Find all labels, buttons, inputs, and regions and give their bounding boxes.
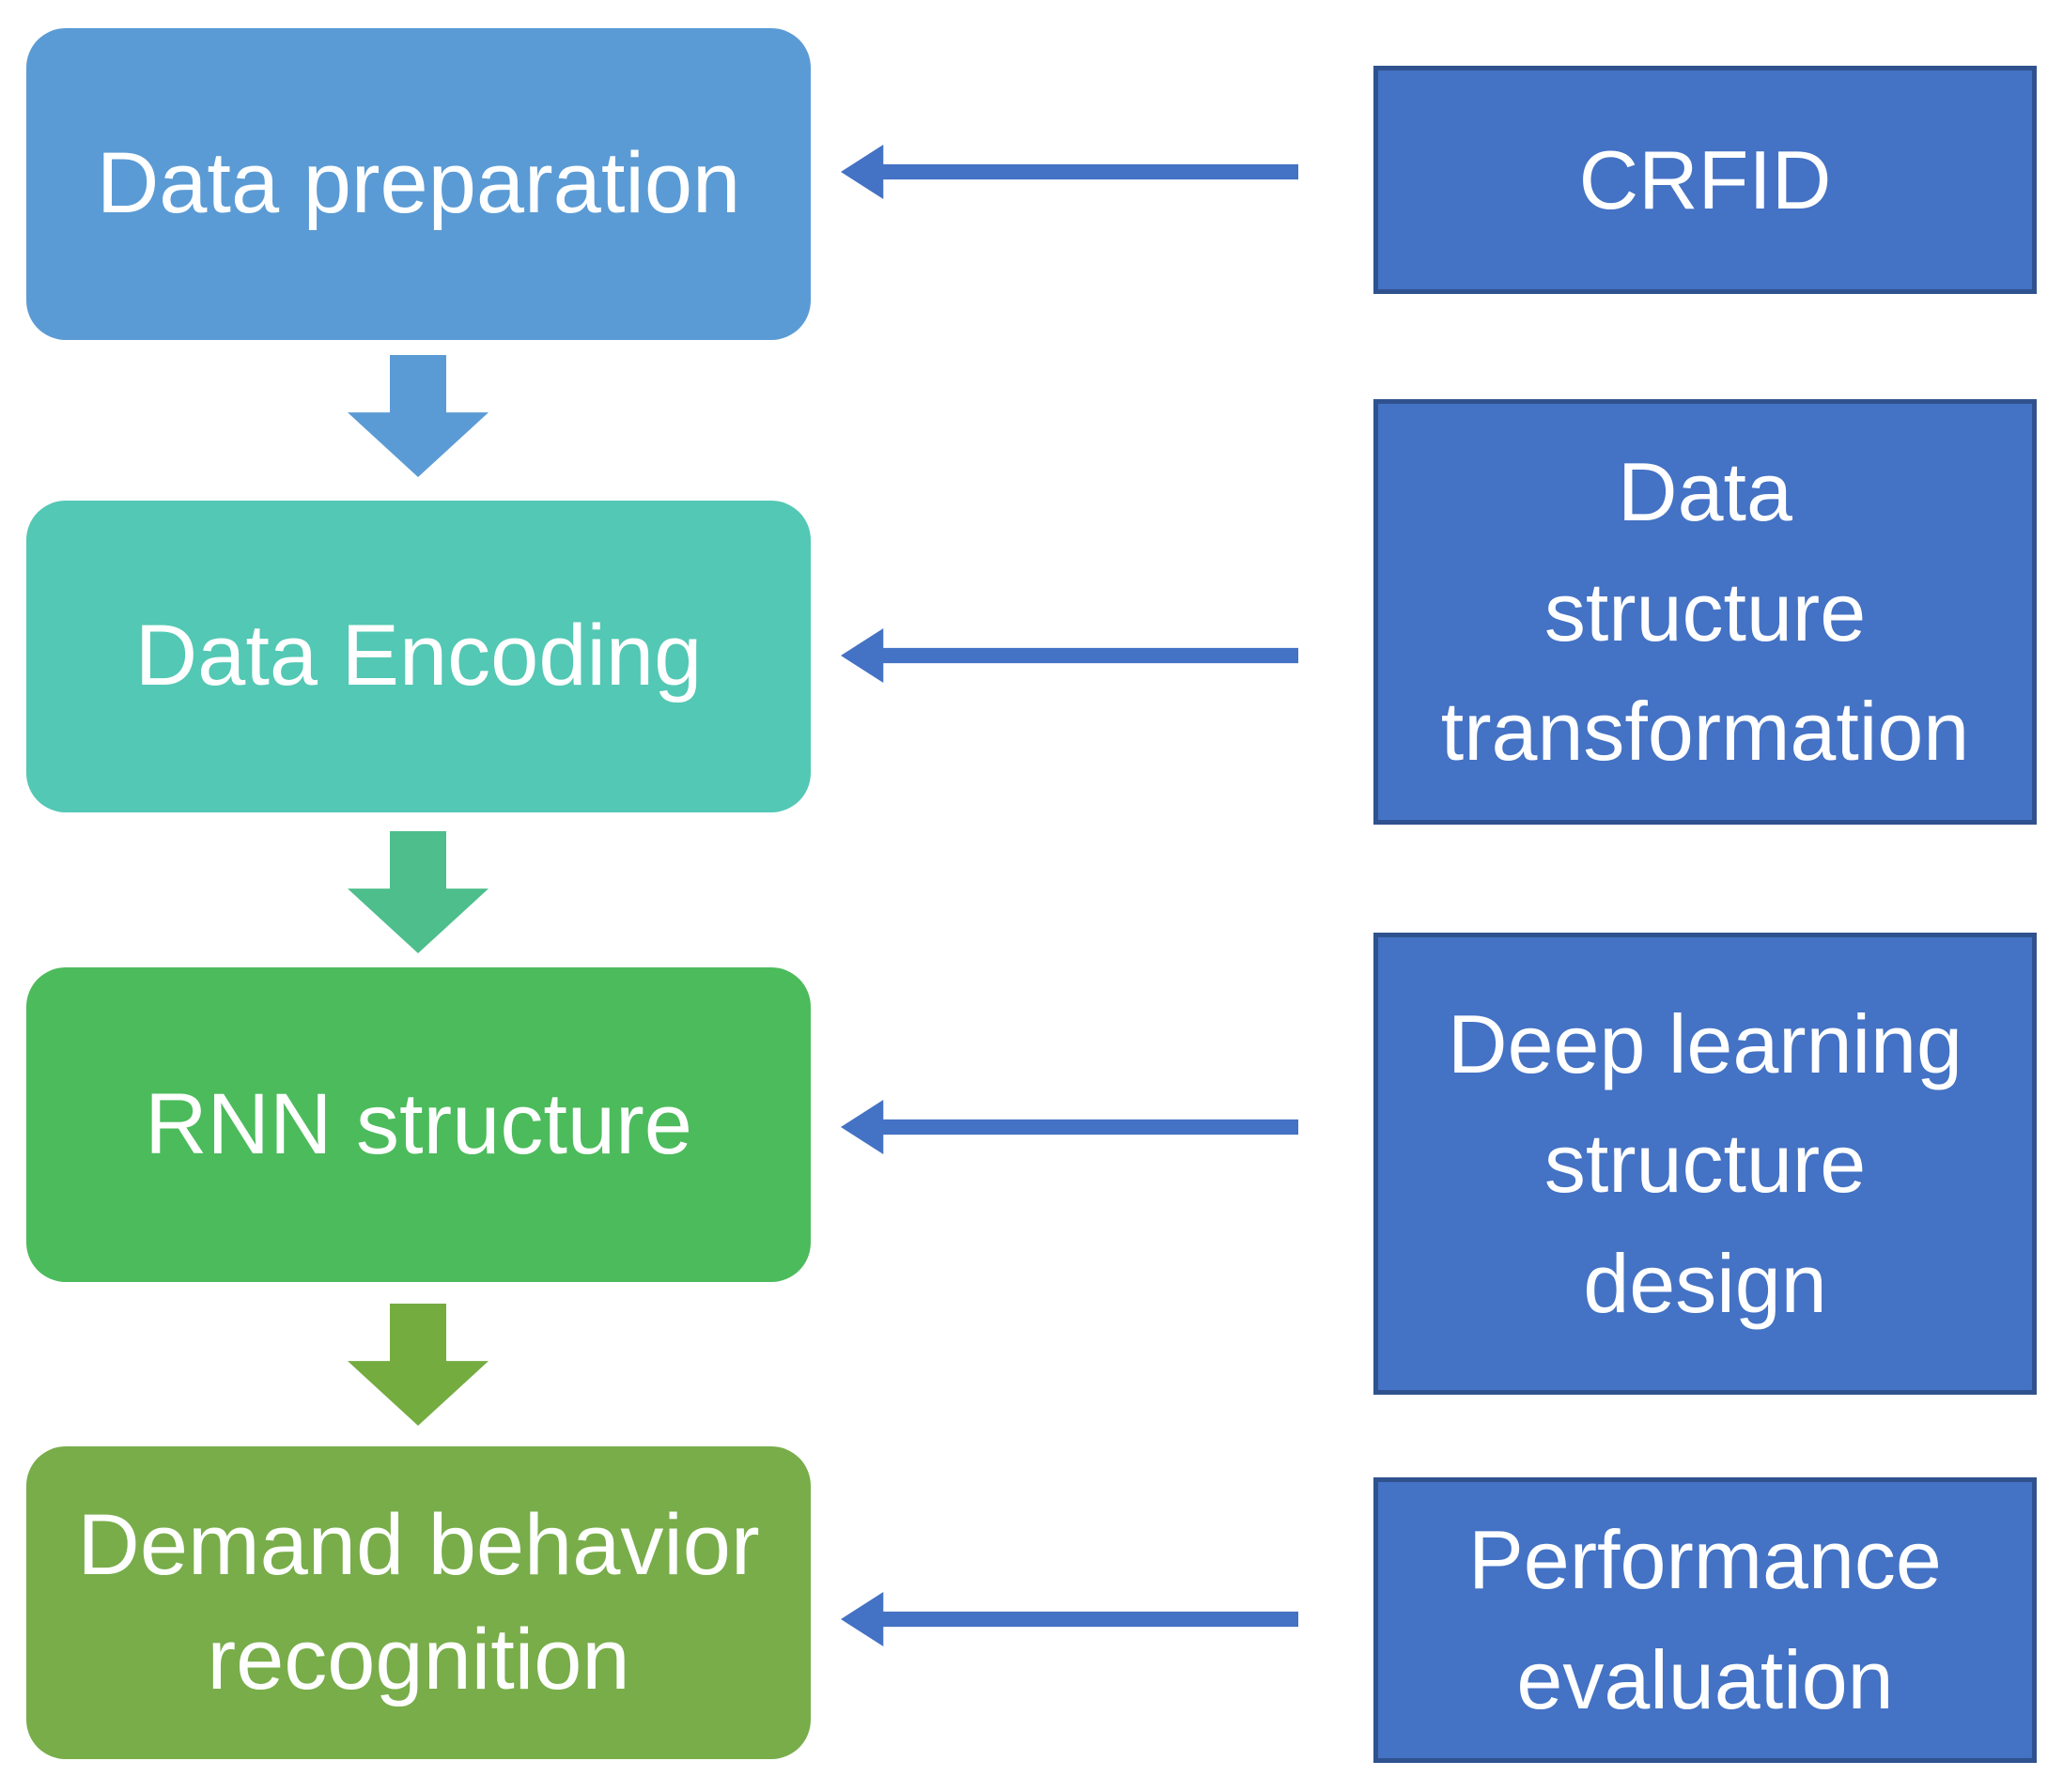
note-label: CRFID [1578, 132, 1832, 226]
down-arrow-icon [348, 355, 489, 477]
step-label: Data preparation [96, 135, 741, 232]
left-arrow-icon [841, 145, 1298, 199]
step-box-data-preparation: Data preparation [26, 28, 811, 340]
down-arrow-icon [348, 831, 489, 953]
left-arrow-icon [841, 1592, 1298, 1646]
step-box-rnn-structure: RNN structure [26, 967, 811, 1282]
left-arrow-icon [841, 628, 1298, 683]
note-box-crfid: CRFID [1373, 66, 2037, 294]
down-arrow-icon [348, 1304, 489, 1426]
step-label: RNN structure [145, 1075, 692, 1172]
left-arrow-icon [841, 1100, 1298, 1154]
step-label: Data Encoding [134, 608, 703, 704]
step-box-data-encoding: Data Encoding [26, 501, 811, 812]
